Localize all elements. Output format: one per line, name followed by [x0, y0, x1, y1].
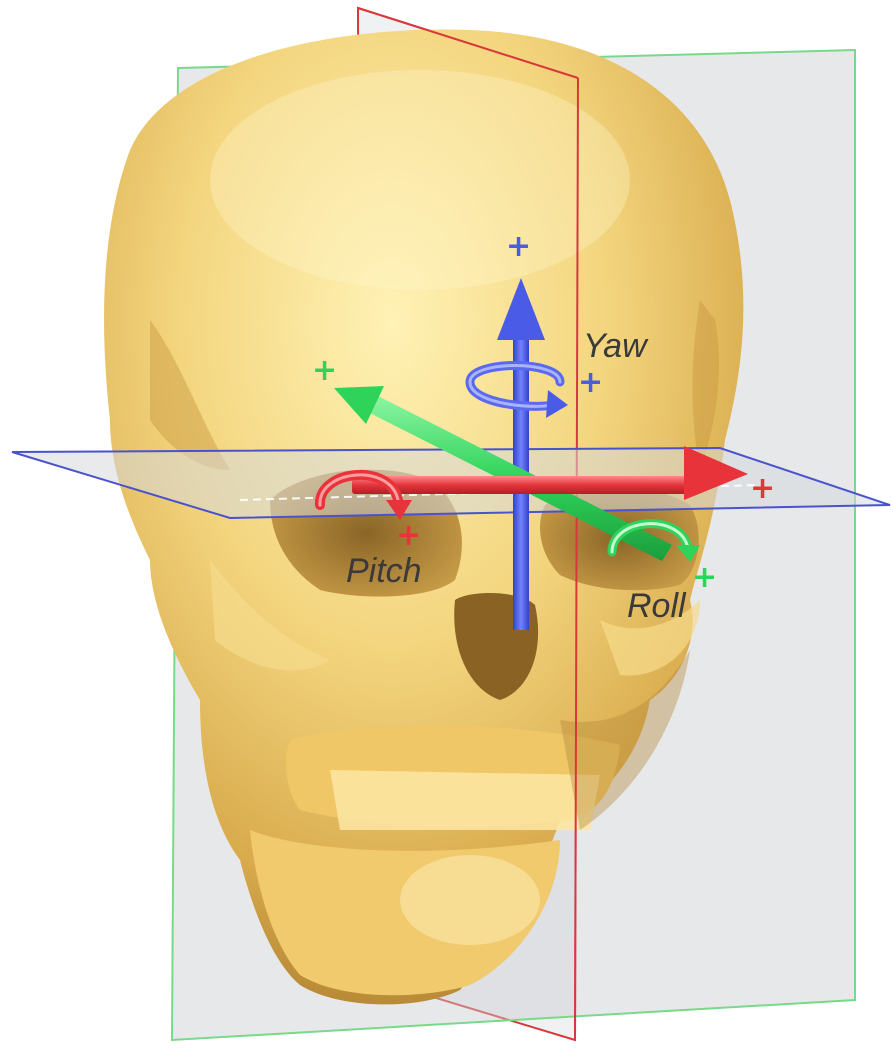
yaw-label: Yaw: [583, 327, 649, 365]
chin-highlight: [400, 855, 540, 945]
roll-rotation-plus-sign: +: [692, 560, 717, 595]
roll-axis-plus-sign: +: [312, 353, 337, 388]
pitch-label: Pitch: [346, 552, 422, 590]
forehead-highlight: [210, 70, 630, 290]
yaw-axis-plus-sign: +: [506, 229, 531, 264]
yaw-rotation-plus-sign: +: [578, 365, 603, 400]
pitch-axis-shaft: [352, 476, 692, 494]
teeth: [330, 770, 600, 830]
roll-label: Roll: [627, 587, 687, 625]
pitch-rotation-plus-sign: +: [396, 518, 421, 553]
pitch-axis-plus-sign: +: [750, 471, 775, 506]
